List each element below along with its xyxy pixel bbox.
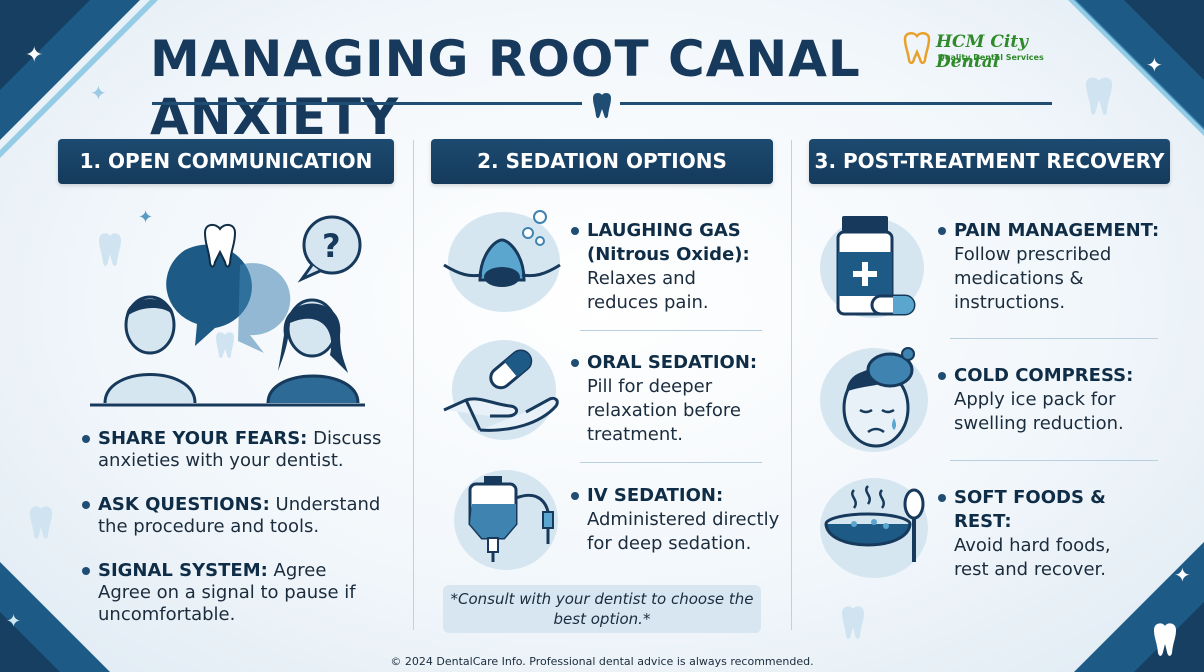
item-text: Apply ice pack for swelling reduction. — [954, 389, 1124, 434]
tooth-icon — [30, 506, 52, 539]
sedation-item-iv: IV SEDATION: Administered directly for d… — [571, 484, 782, 556]
bullet-dot — [571, 492, 579, 500]
tooth-icon — [593, 93, 611, 119]
item-text: Administered directly for deep sedation. — [587, 509, 780, 554]
item-title: SOFT FOODS & REST: — [954, 487, 1106, 532]
list-item-text: Agree Agree on a signal to pause if unco… — [98, 560, 356, 625]
column-header-sedation: 2. SEDATION OPTIONS — [431, 139, 773, 184]
recovery-item-pain: PAIN MANAGEMENT: Follow prescribed medic… — [938, 219, 1169, 315]
corner-top-right-decoration: ✦ — [1068, 0, 1204, 136]
logo-tagline: Quality Dental Services — [938, 53, 1044, 62]
separator — [580, 330, 762, 331]
soup-bowl-icon — [824, 485, 925, 562]
item-title: LAUGHING GAS (Nitrous Oxide): — [587, 220, 750, 265]
sedation-note: *Consult with your dentist to choose the… — [443, 585, 761, 633]
column-header-recovery: 3. POST-TREATMENT RECOVERY — [809, 139, 1170, 184]
tooth-icon — [99, 233, 121, 266]
list-item: SIGNAL SYSTEM: Agree Agree on a signal t… — [82, 560, 368, 626]
pill-hand-icon — [443, 349, 559, 432]
list-item-text: Understand the procedure and tools. — [98, 494, 381, 537]
item-text: Pill for deeper relaxation before treatm… — [587, 376, 741, 445]
item-text: Avoid hard foods, rest and recover. — [954, 535, 1111, 580]
item-title: IV SEDATION: — [587, 485, 724, 506]
bullet-dot — [938, 227, 946, 235]
bullet-dot — [938, 372, 946, 380]
item-title: COLD COMPRESS: — [954, 365, 1134, 386]
separator — [950, 338, 1158, 339]
tooth-icon — [1154, 623, 1176, 656]
sedation-item-oral: ORAL SEDATION: Pill for deeper relaxatio… — [571, 351, 767, 447]
svg-text:✦: ✦ — [90, 81, 107, 105]
list-item-label: SHARE YOUR FEARS: — [98, 428, 308, 449]
brand-logo: HCM City Dental Quality Dental Services — [902, 32, 1077, 72]
logo-name: HCM City Dental — [936, 32, 1029, 72]
item-title: ORAL SEDATION: — [587, 352, 758, 373]
list-item: ASK QUESTIONS: Understand the procedure … — [82, 494, 398, 538]
corner-top-left-decoration: ✦ ✦ — [0, 0, 158, 158]
bullet-dot — [82, 501, 90, 509]
separator — [950, 460, 1158, 461]
page-title: MANAGING ROOT CANAL ANXIETY — [150, 30, 861, 146]
svg-text:✦: ✦ — [1146, 53, 1163, 77]
svg-text:✦: ✦ — [1174, 563, 1191, 587]
svg-text:?: ? — [322, 227, 341, 265]
column-header-communication: 1. OPEN COMMUNICATION — [58, 139, 394, 184]
list-item-label: ASK QUESTIONS: — [98, 494, 270, 515]
medicine-bottle-icon — [836, 216, 916, 316]
iv-bag-icon — [468, 476, 554, 562]
corner-bottom-left-decoration: ✦ — [0, 562, 110, 672]
conversation-illustration: ✦ ? — [90, 207, 365, 407]
list-item-text: Discuss anxieties with your dentist. — [98, 428, 382, 471]
item-title: PAIN MANAGEMENT: — [954, 220, 1160, 241]
bullet-dot — [938, 494, 946, 502]
column-divider — [413, 140, 414, 630]
bullet-dot — [571, 227, 579, 235]
item-text: Relaxes and reduces pain. — [587, 268, 709, 313]
recovery-item-cold-compress: COLD COMPRESS: Apply ice pack for swelli… — [938, 364, 1169, 436]
recovery-item-soft-foods: SOFT FOODS & REST: Avoid hard foods, res… — [938, 486, 1144, 582]
sedation-item-laughing-gas: LAUGHING GAS (Nitrous Oxide): Relaxes an… — [571, 219, 767, 315]
bullet-dot — [82, 435, 90, 443]
tooth-logo-icon — [903, 32, 931, 65]
list-item-label: SIGNAL SYSTEM: — [98, 560, 268, 581]
svg-text:✦: ✦ — [138, 207, 153, 228]
tooth-icon — [1086, 77, 1112, 115]
footer-text: © 2024 DentalCare Info. Professional den… — [390, 655, 814, 668]
tooth-icon — [842, 606, 864, 639]
separator — [580, 462, 762, 463]
svg-text:✦: ✦ — [6, 611, 21, 632]
gas-mask-icon — [443, 210, 561, 287]
column-divider — [791, 140, 792, 630]
title-underline-left — [152, 102, 582, 105]
ice-pack-icon — [842, 347, 915, 448]
list-item: SHARE YOUR FEARS: Discuss anxieties with… — [82, 428, 398, 472]
item-text: Follow prescribed medications & instruct… — [954, 244, 1112, 313]
title-underline-right — [620, 102, 1052, 105]
svg-text:✦: ✦ — [25, 43, 43, 68]
bullet-dot — [82, 567, 90, 575]
bullet-dot — [571, 359, 579, 367]
